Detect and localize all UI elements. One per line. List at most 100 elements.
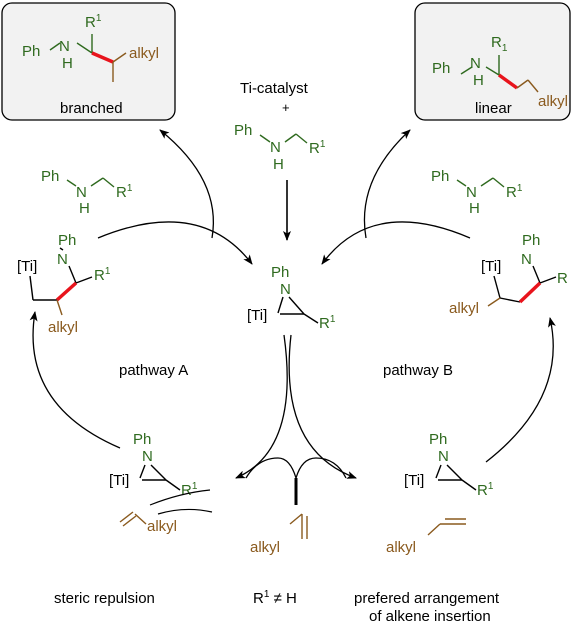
br-n: N [438, 448, 449, 465]
linear-r-sub: 1 [502, 43, 508, 54]
bl-alkene-bonds [119, 511, 147, 527]
right-amine-r-sup: 1 [517, 183, 523, 194]
left-cycle-r-sup: 1 [105, 266, 111, 277]
left-cycle-alkyl: alkyl [48, 319, 78, 336]
bl-ring-bonds [139, 464, 181, 491]
branched-h-label: H [62, 55, 73, 72]
right-amine-ph: Ph [431, 168, 449, 185]
branched-r-label: R1 [85, 13, 102, 31]
right-cycle-ph: Ph [522, 232, 540, 249]
branched-caption: branched [60, 100, 123, 117]
bl-r-letter: R [181, 482, 192, 499]
left-cycle-alkyl-bond [56, 299, 63, 316]
linear-alkyl-label: alkyl [538, 93, 568, 110]
branched-product: Ph N H R1 alkyl branched [1, 2, 176, 121]
linear-r-label: R1 [491, 34, 508, 54]
left-cycle-ph: Ph [58, 232, 76, 249]
right-amine-h: H [469, 200, 480, 217]
branched-new-bond [91, 51, 114, 64]
arrow-to-linear [363, 129, 411, 239]
linear-r: R [491, 34, 502, 51]
center-aziridine: Ph N [Ti] R1 [247, 264, 336, 332]
left-cycle-ti: [Ti] [17, 258, 37, 275]
br-r: R1 [477, 481, 494, 499]
bl-alkyl: alkyl [147, 518, 177, 535]
left-amine-r-letter: R [116, 184, 127, 201]
arrow-center-down-left [235, 334, 288, 479]
center-amine-r: R1 [309, 139, 326, 157]
center-ring-bonds [277, 296, 319, 324]
center-amine-r-letter: R [309, 140, 320, 157]
left-cycle-r-letter: R [94, 267, 105, 284]
preferred-caption-line2: of alkene insertion [369, 608, 491, 624]
left-cycle-r: R1 [94, 266, 111, 284]
right-cycle-alkyl-bond [487, 297, 501, 307]
center-ph: Ph [271, 264, 289, 281]
arrow-top-right-loop [321, 221, 471, 265]
left-amine-n: N [76, 184, 87, 201]
preferred-caption-line1: prefered arrangement [354, 590, 500, 607]
bottom-right-complex: Ph N [Ti] R1 alkyl [386, 431, 494, 556]
left-cycle-new-bond [55, 281, 78, 302]
linear-h-label: H [473, 72, 484, 89]
condition-rest: ≠ H [269, 590, 296, 607]
pathway-a-label: pathway A [119, 362, 188, 379]
br-alkene-bonds [427, 518, 466, 536]
center-r: R1 [319, 314, 336, 332]
center-alkene-alkyl: alkyl [250, 539, 280, 556]
right-cycle-n: N [521, 251, 532, 268]
right-cycle-r: R [557, 270, 568, 287]
left-amine: Ph N H R1 [41, 168, 133, 217]
condition-caption: R1 ≠ H [253, 589, 297, 607]
right-metallacycle: Ph N [Ti] R alkyl [449, 232, 568, 317]
linear-n-label: N [470, 55, 481, 72]
left-amine-r-sup: 1 [127, 183, 133, 194]
right-amine-r: R1 [506, 183, 523, 201]
condition-sup: 1 [264, 589, 270, 600]
branched-bonds [49, 34, 93, 54]
center-alkene-bonds [289, 513, 308, 539]
bl-r-sup: 1 [192, 481, 198, 492]
bottom-left-complex: Ph N [Ti] R1 alkyl [109, 431, 213, 535]
center-amine-ph: Ph [234, 122, 252, 139]
arrow-right-cycle [485, 317, 556, 463]
linear-alkyl-bonds [516, 79, 539, 93]
left-metallacycle: Ph N [Ti] R1 alkyl [17, 232, 111, 336]
left-amine-bonds [66, 177, 115, 188]
pathway-b-label: pathway B [383, 362, 453, 379]
linear-caption: linear [475, 100, 512, 117]
plus-sign: + [282, 100, 290, 115]
arrow-to-branched [159, 129, 214, 239]
arrow-center-down-right [288, 334, 357, 479]
center-alkene: alkyl [250, 513, 308, 556]
bl-ph: Ph [133, 431, 151, 448]
branched-alkyl-bonds [112, 52, 127, 82]
right-amine-bonds [456, 177, 505, 188]
branched-ph-label: Ph [22, 43, 40, 60]
center-amine-h: H [273, 156, 284, 173]
condition-r: R [253, 590, 264, 607]
bl-r: R1 [181, 481, 198, 499]
center-r-letter: R [319, 315, 330, 332]
bl-ti: [Ti] [109, 472, 129, 489]
center-amine-r-sup: 1 [320, 139, 326, 150]
catalyst-label: Ti-catalyst [240, 80, 309, 97]
right-amine-r-letter: R [506, 184, 517, 201]
br-alkyl: alkyl [386, 539, 416, 556]
right-cycle-bonds [493, 265, 557, 303]
linear-new-bond [497, 73, 519, 90]
branched-n-label: N [59, 38, 70, 55]
linear-bonds [460, 55, 500, 76]
right-amine-n: N [466, 184, 477, 201]
linear-ph-label: Ph [432, 60, 450, 77]
left-amine-ph: Ph [41, 168, 59, 185]
br-ti: [Ti] [404, 472, 424, 489]
linear-product-box [414, 2, 571, 121]
right-cycle-alkyl: alkyl [449, 300, 479, 317]
branched-alkyl-label: alkyl [129, 45, 159, 62]
center-r-sup: 1 [330, 314, 336, 325]
center-amine-n: N [270, 139, 281, 156]
arrow-top-left-loop [97, 221, 253, 265]
linear-product: Ph N H R1 alkyl linear [414, 2, 571, 121]
